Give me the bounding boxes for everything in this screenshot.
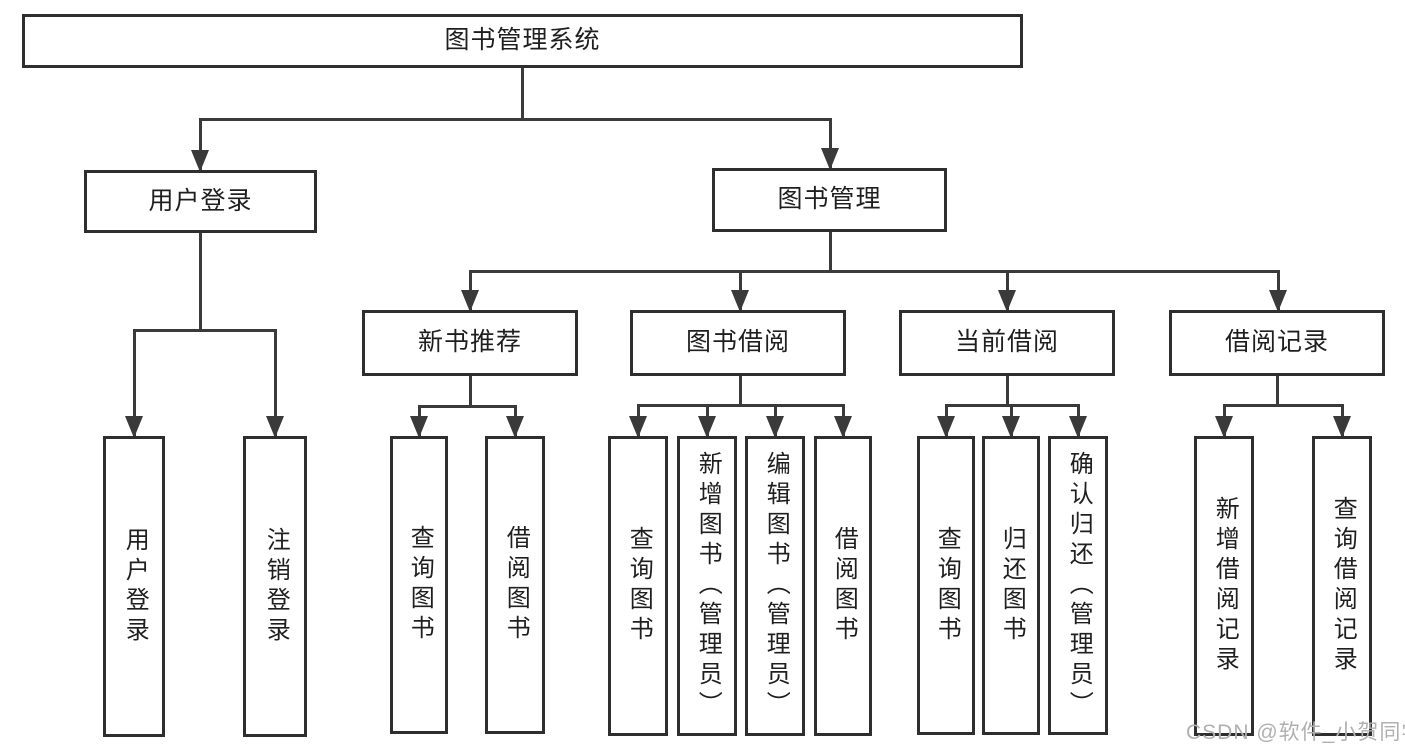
node-recommend-borrow-books: 借阅图书 [485, 436, 545, 734]
connector-line [198, 233, 202, 331]
node-book-borrowing: 图书借阅 [630, 310, 846, 376]
arrow-stem [828, 119, 832, 170]
arrowhead-down-icon [1333, 416, 1351, 438]
node-add-borrow-record: 新增借阅记录 [1194, 436, 1254, 736]
arrowhead-down-icon [821, 148, 839, 170]
connector-line [1222, 403, 1344, 407]
connector-line [1275, 376, 1279, 406]
node-borrowing-query-books: 查询图书 [608, 436, 668, 736]
connector-line [468, 269, 1280, 273]
arrowhead-down-icon [461, 290, 479, 312]
arrowhead-down-icon [125, 416, 143, 438]
node-confirm-return-admin: 确认归还（管理员） [1048, 436, 1108, 735]
connector-line [828, 232, 832, 272]
connector-line [132, 328, 277, 332]
arrowhead-down-icon [1215, 416, 1233, 438]
connector-line [468, 376, 472, 407]
connector-line [1005, 376, 1009, 406]
node-recommend-query-books: 查询图书 [390, 436, 448, 734]
arrowhead-down-icon [834, 416, 852, 438]
connector-line [520, 68, 524, 120]
node-logout-leaf: 注销登录 [243, 436, 307, 737]
node-new-book-recommendation: 新书推荐 [362, 310, 578, 376]
node-book-management: 图书管理 [712, 168, 947, 232]
node-user-login: 用户登录 [84, 170, 317, 233]
node-library-management-system: 图书管理系统 [22, 14, 1023, 68]
arrowhead-down-icon [266, 416, 284, 438]
node-current-borrowing: 当前借阅 [899, 310, 1115, 376]
connector-line [636, 403, 845, 407]
node-query-borrow-record: 查询借阅记录 [1312, 436, 1372, 736]
arrowhead-down-icon [698, 416, 716, 438]
arrow-stem [132, 330, 136, 438]
connector-line [198, 117, 832, 121]
watermark: CSDN @软件_小贺同学 [1186, 721, 1405, 744]
node-current-query-books: 查询图书 [917, 436, 975, 735]
arrowhead-down-icon [1269, 290, 1287, 312]
node-edit-books-admin: 编辑图书（管理员） [745, 436, 805, 736]
arrow-stem [198, 119, 202, 172]
arrowhead-down-icon [731, 290, 749, 312]
node-add-books-admin: 新增图书（管理员） [677, 436, 737, 736]
arrow-stem [273, 330, 277, 438]
node-return-books: 归还图书 [982, 436, 1040, 735]
arrowhead-down-icon [1002, 416, 1020, 438]
node-borrowing-records: 借阅记录 [1169, 310, 1385, 376]
connector-line [417, 404, 517, 408]
arrowhead-down-icon [410, 416, 428, 438]
arrowhead-down-icon [1069, 416, 1087, 438]
arrowhead-down-icon [998, 290, 1016, 312]
node-user-login-leaf: 用户登录 [103, 436, 165, 737]
arrowhead-down-icon [506, 416, 524, 438]
node-borrowing-borrow-books: 借阅图书 [814, 436, 872, 736]
arrowhead-down-icon [629, 416, 647, 438]
arrowhead-down-icon [937, 416, 955, 438]
arrowhead-down-icon [766, 416, 784, 438]
connector-line [738, 376, 742, 406]
arrowhead-down-icon [191, 150, 209, 172]
